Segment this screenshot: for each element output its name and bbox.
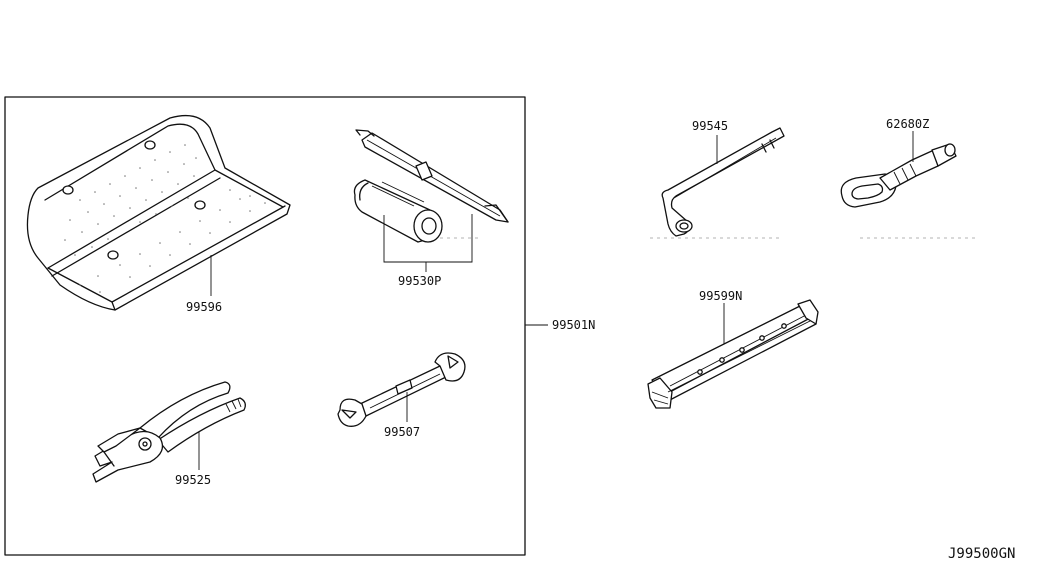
tool-bag-label: 99596: [186, 300, 222, 314]
wheel-wrench-label: 99545: [692, 119, 728, 133]
screwdriver-drawing: [353, 129, 509, 243]
screwdriver-label: 99530P: [398, 274, 441, 288]
jack-drawing: [647, 299, 819, 409]
screwdriver-leader: [383, 214, 473, 272]
pliers-drawing: [92, 381, 246, 483]
tool-set-frame: [4, 96, 526, 556]
spanner-label: 99507: [384, 425, 420, 439]
pliers-label: 99525: [175, 473, 211, 487]
tool-bag-drawing: [26, 114, 291, 311]
wheel-wrench-drawing: [661, 127, 785, 237]
diagram-code: J99500GN: [948, 546, 1015, 562]
tow-hook-label: 62680Z: [886, 117, 929, 131]
jack-label: 99599N: [699, 289, 742, 303]
tow-hook-drawing: [840, 143, 957, 208]
spanner-drawing: [337, 352, 466, 427]
tool-set-label: 99501N: [552, 318, 595, 332]
